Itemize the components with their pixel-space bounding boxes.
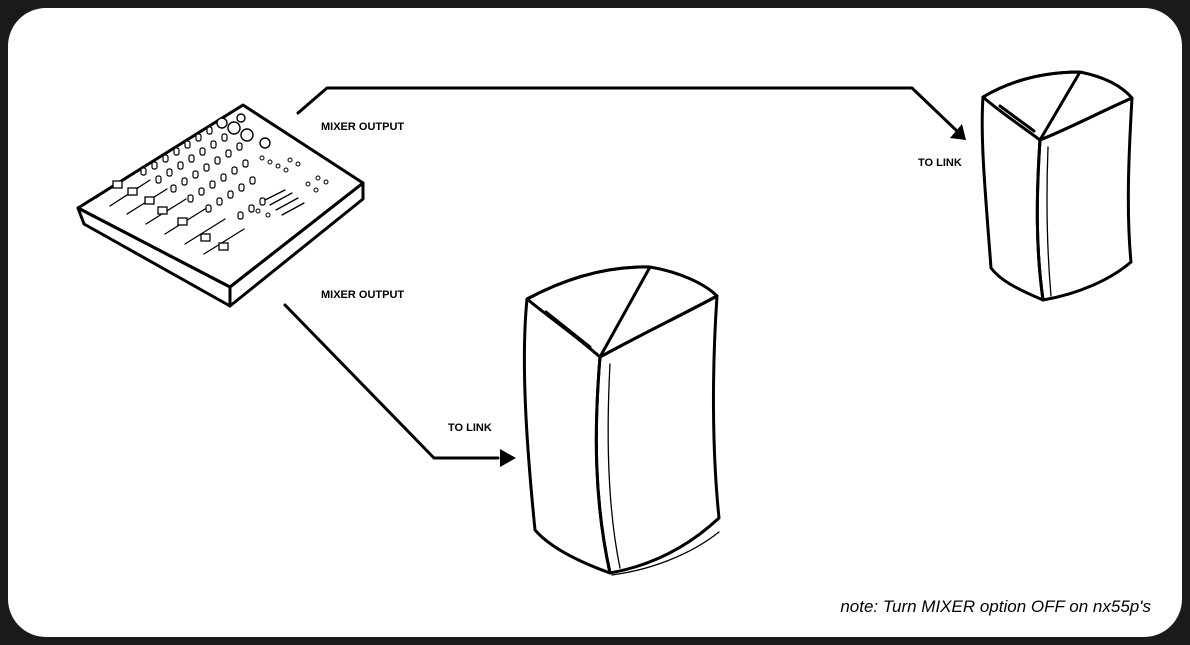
speaker-icon — [522, 265, 721, 576]
to-link-label-center: TO LINK — [448, 422, 492, 434]
cable-top — [296, 86, 960, 134]
footnote: note: Turn MIXER option OFF on nx55p's — [840, 597, 1151, 616]
speaker-icon — [980, 70, 1134, 302]
arrow-head-center — [500, 449, 516, 467]
mixer-console-icon — [76, 103, 365, 308]
arrow-head-right — [950, 124, 966, 140]
mixer-output-label-bottom: MIXER OUTPUT — [321, 289, 404, 301]
panel-background — [8, 8, 1182, 637]
cable-bottom — [283, 303, 500, 460]
to-link-label-right: TO LINK — [918, 157, 962, 169]
mixer-output-label-top: MIXER OUTPUT — [321, 121, 404, 133]
